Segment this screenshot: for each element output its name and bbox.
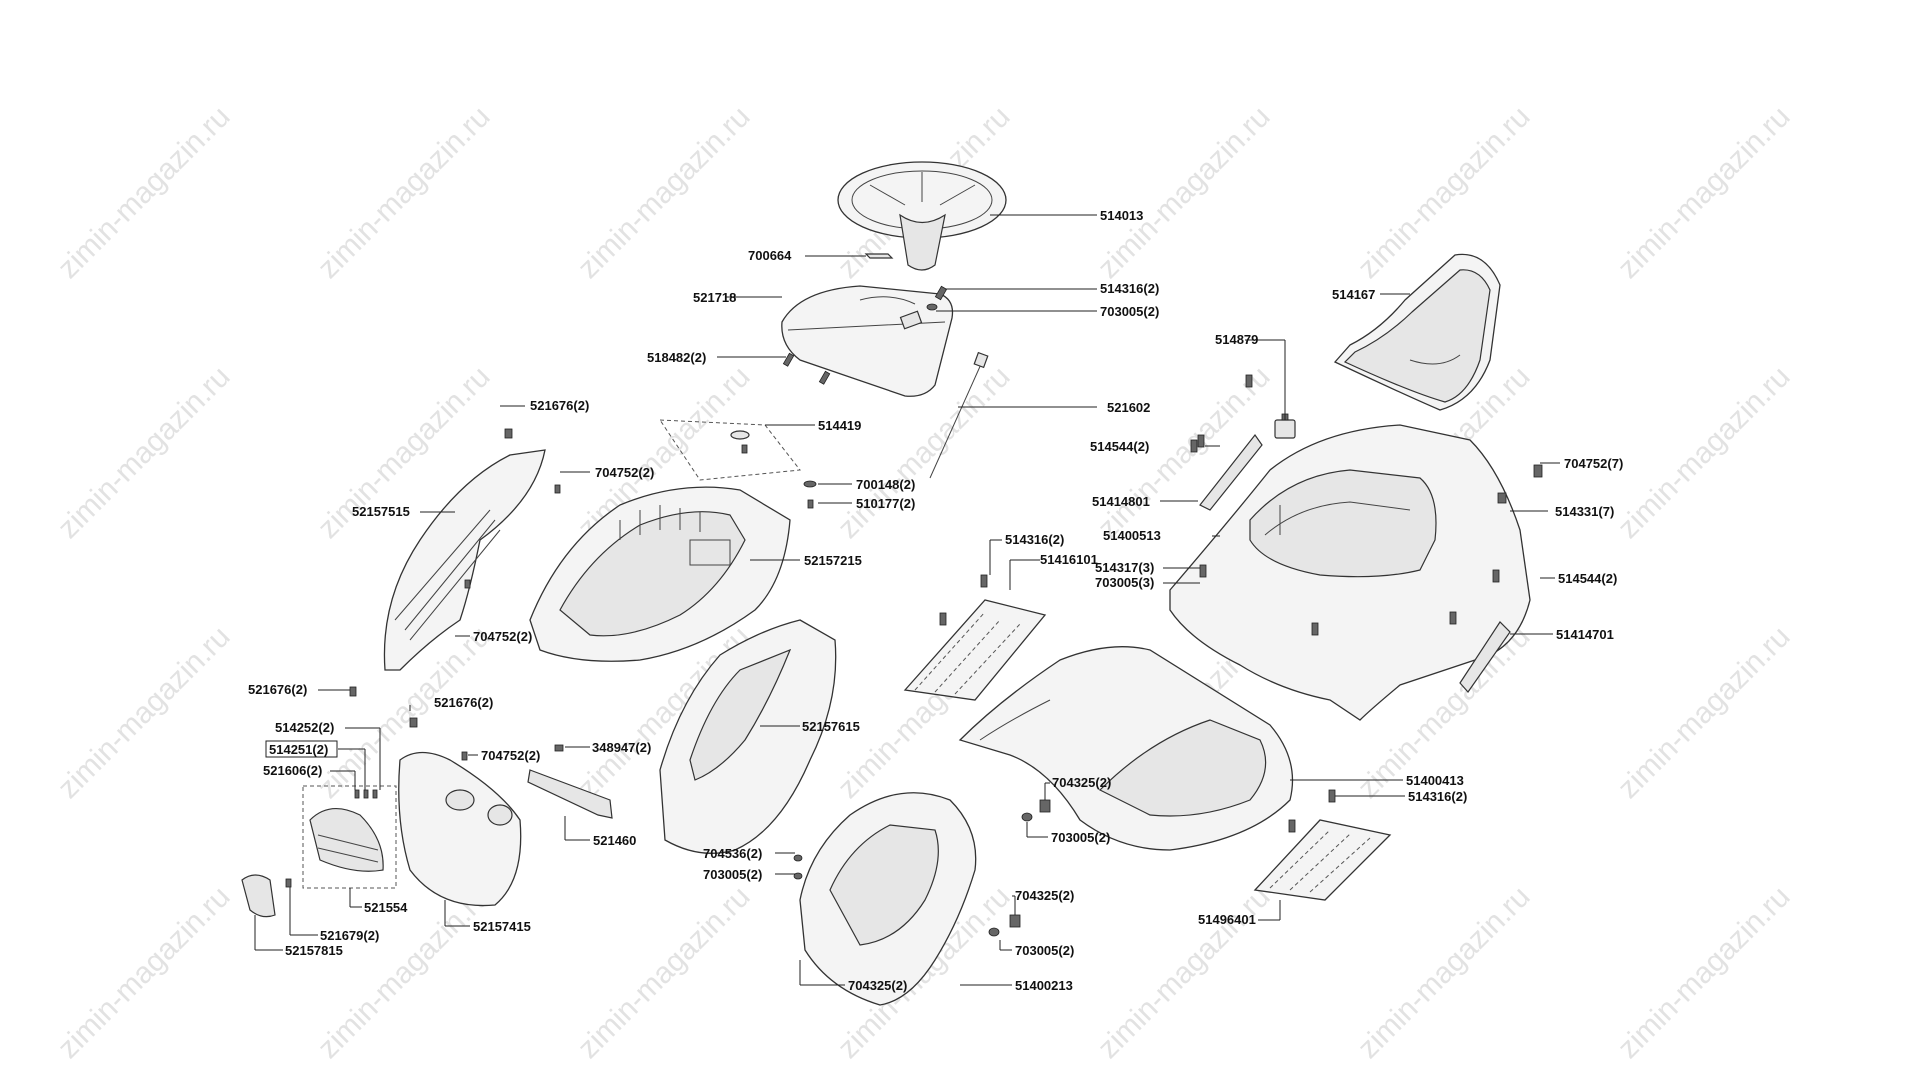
footplate-left-drawing <box>1253 819 1392 901</box>
part-label: 700664 <box>748 248 792 263</box>
part-label: 703005(2) <box>1051 830 1110 845</box>
watermark: zimin-magazin.ru <box>1352 100 1537 285</box>
grille-top-drawing <box>659 419 801 481</box>
part-label: 52157415 <box>473 919 531 934</box>
part-label: 514316(2) <box>1100 281 1159 296</box>
watermark: zimin-magazin.ru <box>1352 880 1537 1065</box>
part-label: 704325(2) <box>1015 888 1074 903</box>
light-drawing <box>241 874 276 918</box>
watermark: zimin-magazin.ru <box>52 360 237 545</box>
steering-wheel-drawing <box>837 161 1007 271</box>
part-label: 514167 <box>1332 287 1375 302</box>
side-panel-right-drawing <box>659 619 837 854</box>
side-panel-left-drawing <box>383 449 546 671</box>
hood-drawing <box>529 486 791 662</box>
seat-drawing <box>1333 253 1501 411</box>
watermark: zimin-magazin.ru <box>1612 880 1797 1065</box>
watermark: zimin-magazin.ru <box>1612 620 1797 805</box>
part-label: 348947(2) <box>592 740 651 755</box>
part-label: 514879 <box>1215 332 1258 347</box>
part-label: 51400413 <box>1406 773 1464 788</box>
part-label: 514544(2) <box>1558 571 1617 586</box>
part-label: 514013 <box>1100 208 1143 223</box>
part-label: 52157215 <box>804 553 862 568</box>
part-label: 514316(2) <box>1408 789 1467 804</box>
watermark: zimin-magazin.ru <box>1612 100 1797 285</box>
dashboard-drawing <box>781 285 954 397</box>
part-label: 704752(7) <box>1564 456 1623 471</box>
part-label: 521602 <box>1107 400 1150 415</box>
watermark: zimin-magazin.ru <box>1092 880 1277 1065</box>
part-label: 704325(2) <box>848 978 907 993</box>
part-label: 703005(2) <box>1100 304 1159 319</box>
part-label: 514252(2) <box>275 720 334 735</box>
part-label: 703005(2) <box>1015 943 1074 958</box>
front-bracket-drawing <box>527 769 613 819</box>
bracket-51414801-drawing <box>1199 433 1263 511</box>
watermark: zimin-magazin.ru <box>52 100 237 285</box>
part-label: 514544(2) <box>1090 439 1149 454</box>
cap-drawing <box>864 253 894 259</box>
part-label: 704752(2) <box>595 465 654 480</box>
part-label: 52157815 <box>285 943 343 958</box>
watermark: zimin-magazin.ru <box>1092 100 1277 285</box>
part-label: 52157615 <box>802 719 860 734</box>
part-label: 51496401 <box>1198 912 1256 927</box>
part-label: 51414801 <box>1092 494 1150 509</box>
part-label: 704752(2) <box>473 629 532 644</box>
part-label: 521606(2) <box>263 763 322 778</box>
part-label: 514331(7) <box>1555 504 1614 519</box>
part-label: 51400513 <box>1103 528 1161 543</box>
part-label: 704325(2) <box>1052 775 1111 790</box>
part-label: 521676(2) <box>530 398 589 413</box>
part-label: 521460 <box>593 833 636 848</box>
watermark: zimin-magazin.ru <box>52 880 237 1065</box>
part-label: 521554 <box>364 900 408 915</box>
cowl-drawing <box>799 792 977 1006</box>
footplate-right-drawing <box>903 599 1047 701</box>
part-label: 514419 <box>818 418 861 433</box>
part-label: 510177(2) <box>856 496 915 511</box>
part-label: 703005(3) <box>1095 575 1154 590</box>
part-label: 51400213 <box>1015 978 1073 993</box>
part-label: 704536(2) <box>703 846 762 861</box>
floor-pan-drawing <box>958 646 1294 851</box>
part-label: 514251(2) <box>269 742 328 757</box>
rear-fender-drawing <box>1169 424 1531 721</box>
bracket-51414701-drawing <box>1459 621 1511 693</box>
nose-drawing <box>398 751 522 907</box>
part-label: 521718 <box>693 290 736 305</box>
part-label: 514317(3) <box>1095 560 1154 575</box>
part-label: 521679(2) <box>320 928 379 943</box>
part-label: 521676(2) <box>248 682 307 697</box>
part-label: 518482(2) <box>647 350 706 365</box>
part-label: 51416101 <box>1040 552 1098 567</box>
part-label: 51414701 <box>1556 627 1614 642</box>
part-labels: 514013 700664 521718 514316(2) 703005(2)… <box>248 208 1623 993</box>
part-label: 700148(2) <box>856 477 915 492</box>
watermark: zimin-magazin.ru <box>52 620 237 805</box>
part-label: 703005(2) <box>703 867 762 882</box>
dashboard-screws-drawing <box>782 285 948 385</box>
part-label: 52157515 <box>352 504 410 519</box>
part-label: 514316(2) <box>1005 532 1064 547</box>
watermark: zimin-magazin.ru <box>572 100 757 285</box>
watermark: zimin-magazin.ru <box>312 100 497 285</box>
boxed-label-frame <box>265 740 338 758</box>
part-label: 704752(2) <box>481 748 540 763</box>
watermark: zimin-magazin.ru <box>572 880 757 1065</box>
cable-drawing <box>929 351 989 479</box>
part-label: 521676(2) <box>434 695 493 710</box>
leader-lines <box>254 214 1560 986</box>
grille-box-drawing <box>302 785 397 889</box>
watermark: zimin-magazin.ru <box>1612 360 1797 545</box>
fasteners-drawing <box>285 374 1543 937</box>
